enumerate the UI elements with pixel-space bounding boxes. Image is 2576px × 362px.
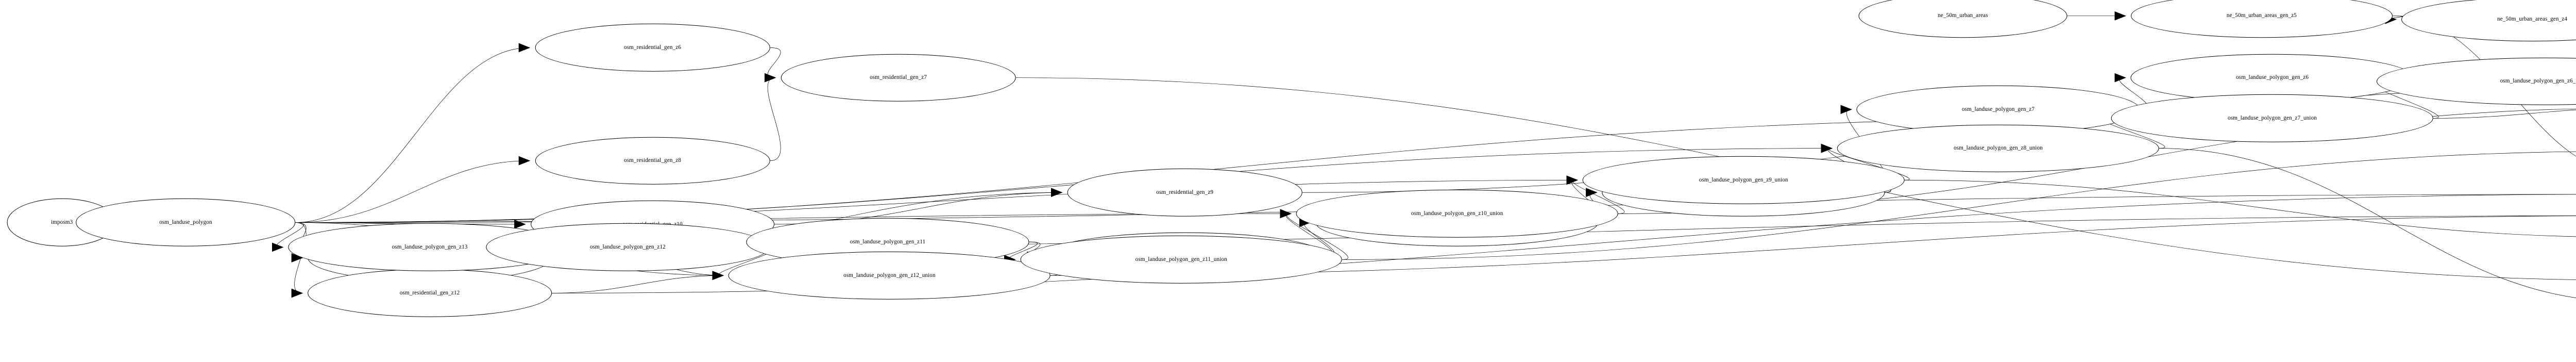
graph-node-osm_landuse_polygon_gen_z12[interactable]: osm_landuse_polygon_gen_z12 bbox=[486, 223, 770, 271]
graph-node-label: ne_50m_urban_areas_gen_z5 bbox=[2226, 12, 2297, 19]
graph-node-label: osm_landuse_polygon_gen_z12 bbox=[589, 243, 666, 250]
graph-node-label: osm_landuse_polygon_gen_z7_union bbox=[2228, 114, 2317, 121]
graph-edge bbox=[2433, 108, 2576, 118]
graph-edge bbox=[295, 43, 531, 222]
graph-node-label: imposm3 bbox=[50, 219, 73, 225]
graph-node-ne_50m_urban_areas[interactable]: ne_50m_urban_areas bbox=[1858, 0, 2067, 38]
graph-node-osm_landuse_polygon[interactable]: osm_landuse_polygon bbox=[76, 199, 296, 246]
graph-node-osm_landuse_polygon_gen_z9_union[interactable]: osm_landuse_polygon_gen_z9_union bbox=[1582, 156, 1905, 204]
graph-node-label: osm_landuse_polygon_gen_z11_union bbox=[1135, 256, 1227, 262]
graph-node-label: osm_residential_gen_z6 bbox=[624, 44, 681, 51]
graph-node-osm_residential_gen_z12[interactable]: osm_residential_gen_z12 bbox=[308, 269, 552, 317]
graph-node-label: osm_residential_gen_z7 bbox=[870, 74, 927, 81]
graph-edge bbox=[552, 271, 724, 293]
graph-node-label: osm_landuse_polygon_gen_z12_union bbox=[843, 272, 936, 278]
graph-edge bbox=[2159, 149, 2576, 302]
graph-node-label: osm_landuse_polygon_gen_z8_union bbox=[1954, 145, 2043, 152]
graph-node-osm_residential_gen_z8[interactable]: osm_residential_gen_z8 bbox=[535, 137, 770, 185]
graph-node-label: ne_50m_urban_areas_gen_z4 bbox=[2497, 16, 2568, 23]
graph-edge bbox=[295, 209, 1292, 222]
graph-edge bbox=[295, 175, 1578, 222]
graph-edge bbox=[295, 156, 531, 223]
graph-node-osm_landuse_polygon_gen_z10_union[interactable]: osm_landuse_polygon_gen_z10_union bbox=[1296, 190, 1618, 238]
graph-node-osm_landuse_polygon_gen_z12_union[interactable]: osm_landuse_polygon_gen_z12_union bbox=[728, 251, 1050, 300]
graph-node-label: osm_landuse_polygon_gen_z9_union bbox=[1699, 176, 1788, 183]
graph-node-osm_residential_gen_z9[interactable]: osm_residential_gen_z9 bbox=[1067, 169, 1302, 217]
graph-node-label: ne_50m_urban_areas bbox=[1938, 12, 1988, 19]
graph-edge bbox=[1342, 151, 2576, 259]
graph-node-ne_50m_urban_areas_gen_z5[interactable]: ne_50m_urban_areas_gen_z5 bbox=[2130, 0, 2393, 38]
graph-node-osm_landuse_polygon_gen_z7_union[interactable]: osm_landuse_polygon_gen_z7_union bbox=[2111, 94, 2433, 142]
graph-node-label: osm_residential_gen_z8 bbox=[624, 157, 681, 164]
graph-edge bbox=[272, 222, 303, 252]
graph-node-label: osm_landuse_polygon_gen_z6 bbox=[2235, 74, 2309, 81]
graph-node-osm_residential_gen_z7[interactable]: osm_residential_gen_z7 bbox=[781, 54, 1016, 102]
graph-edge bbox=[1905, 180, 2576, 237]
graph-node-label: osm_landuse_polygon_gen_z6_union bbox=[2500, 77, 2576, 84]
graph-node-label: osm_landuse_polygon_gen_z13 bbox=[392, 243, 468, 250]
graph-node-label: osm_landuse_polygon_gen_z10_union bbox=[1411, 210, 1503, 217]
graph-node-label: osm_landuse_polygon_gen_z11 bbox=[850, 238, 926, 245]
graph-node-label: osm_residential_gen_z12 bbox=[399, 289, 460, 296]
graph-edge bbox=[1050, 216, 2576, 275]
graph-node-label: osm_landuse_polygon_gen_z7 bbox=[1961, 106, 2035, 112]
graph-node-label: osm_residential_gen_z9 bbox=[1156, 189, 1214, 195]
graph-node-osm_residential_gen_z6[interactable]: osm_residential_gen_z6 bbox=[535, 24, 770, 72]
graph-edge bbox=[1821, 143, 1909, 180]
graph-node-label: osm_landuse_polygon bbox=[159, 219, 212, 225]
graph-edge bbox=[764, 47, 781, 83]
graph-node-osm_landuse_polygon_gen_z8_union[interactable]: osm_landuse_polygon_gen_z8_union bbox=[1837, 124, 2159, 172]
graph-node-osm_landuse_polygon_gen_z11_union[interactable]: osm_landuse_polygon_gen_z11_union bbox=[1020, 236, 1343, 284]
graph-edge bbox=[764, 73, 781, 161]
